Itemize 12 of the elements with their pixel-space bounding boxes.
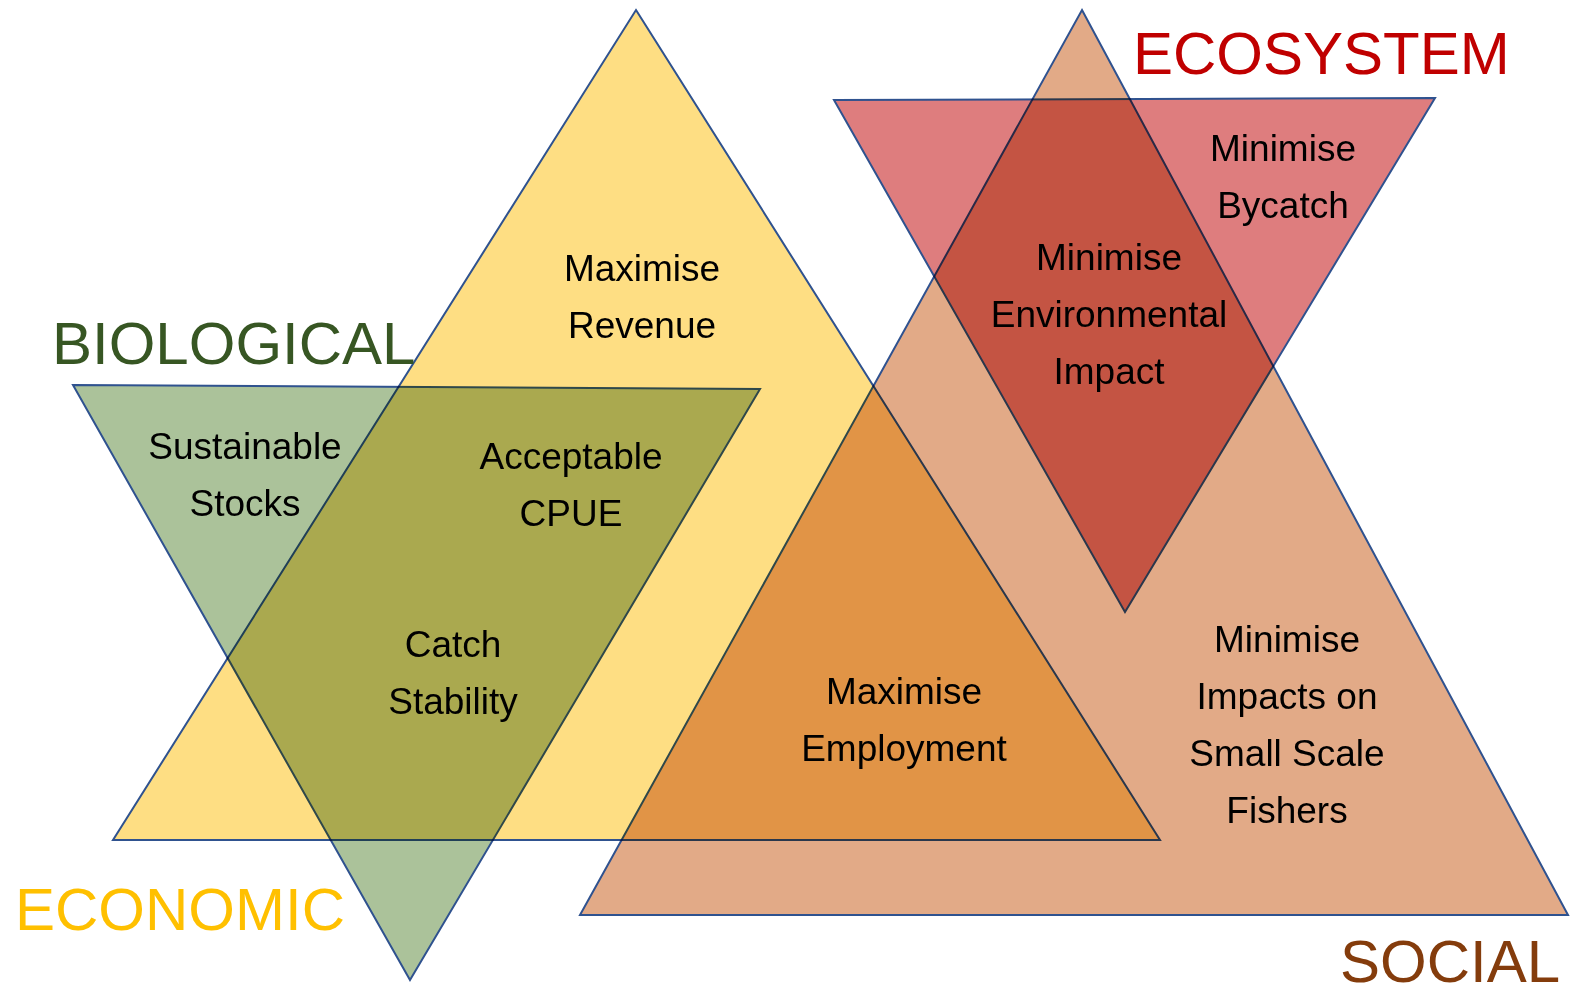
goal-label: Minimise Environmental Impact xyxy=(989,235,1229,394)
goal-label: Minimise Bycatch xyxy=(1209,127,1357,228)
goal-label: Sustainable Stocks xyxy=(147,425,343,526)
goal-label: Maximise Employment xyxy=(800,670,1008,771)
category-heading: BIOLOGICAL xyxy=(52,312,416,376)
category-heading: ECONOMIC xyxy=(15,878,345,942)
category-heading: SOCIAL xyxy=(1340,930,1561,994)
goal-label: Acceptable CPUE xyxy=(478,435,664,536)
goal-label: Catch Stability xyxy=(387,623,519,724)
goal-label: Minimise Impacts on Small Scale Fishers xyxy=(1188,618,1386,833)
goal-label: Maximise Revenue xyxy=(562,247,722,348)
category-heading: ECOSYSTEM xyxy=(1133,22,1510,86)
